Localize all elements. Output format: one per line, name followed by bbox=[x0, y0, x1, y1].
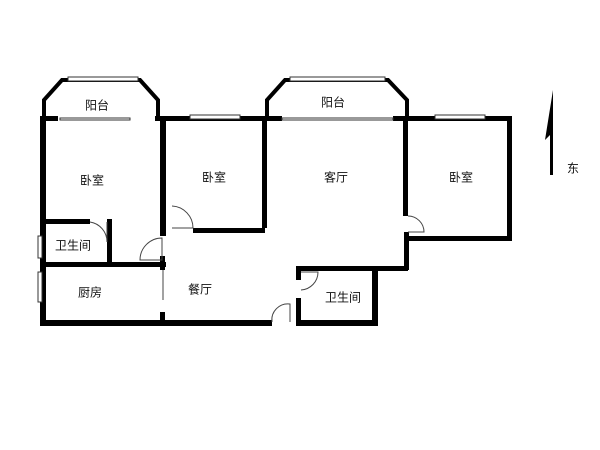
walls bbox=[40, 116, 512, 326]
balcony-outlines bbox=[42, 76, 409, 116]
label-bathroom-left: 卫生间 bbox=[55, 239, 91, 253]
north-arrow-icon bbox=[545, 90, 553, 175]
label-bedroom-left: 卧室 bbox=[80, 173, 104, 188]
room-labels: 阳台 阳台 卧室 卧室 客厅 卧室 卫生间 厨房 餐厅 卫生间 bbox=[55, 95, 473, 305]
label-bathroom-right: 卫生间 bbox=[325, 291, 361, 305]
compass: 东 bbox=[545, 90, 579, 176]
label-bedroom-right: 卧室 bbox=[449, 170, 473, 185]
compass-label: 东 bbox=[567, 162, 579, 176]
label-bedroom-middle: 卧室 bbox=[202, 170, 226, 185]
label-balcony-left: 阳台 bbox=[85, 98, 109, 113]
label-kitchen: 厨房 bbox=[78, 285, 102, 300]
label-living-room: 客厅 bbox=[324, 170, 348, 185]
doors bbox=[89, 205, 425, 323]
windows bbox=[37, 114, 486, 303]
label-dining-room: 餐厅 bbox=[188, 282, 212, 297]
label-balcony-center: 阳台 bbox=[321, 95, 345, 110]
